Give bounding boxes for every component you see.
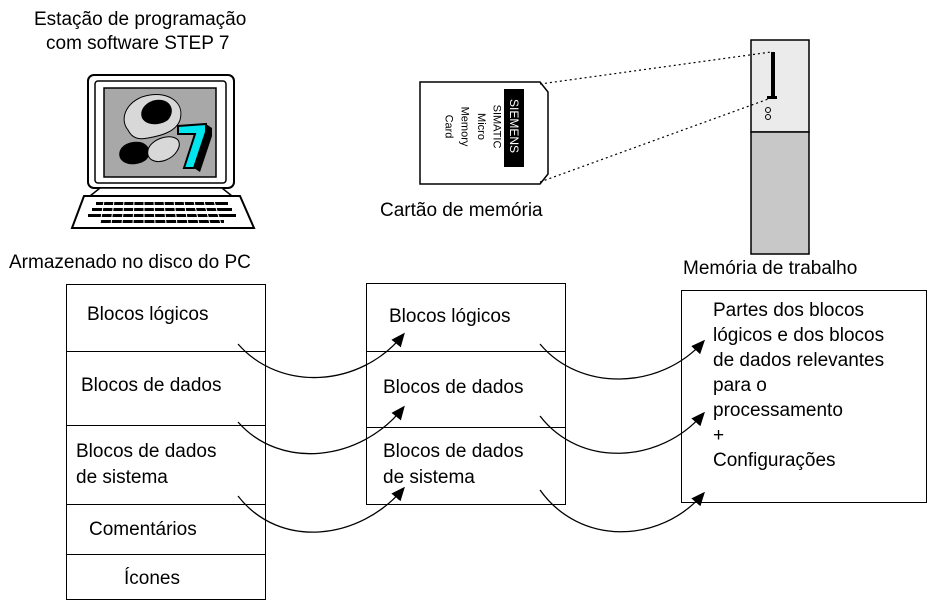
card-storage-table: Blocos lógicos Blocos de dados Blocos de… (366, 283, 566, 505)
card-row-data-blocks: Blocos de dados (367, 352, 565, 428)
card-item-data-blocks: Blocos de dados (383, 377, 524, 398)
arrow-pc-logic-to-card (237, 332, 405, 379)
pc-item-icons: Ícones (124, 568, 180, 589)
work-memory-line4: para o (713, 375, 767, 396)
card-row-logic-blocks: Blocos lógicos (367, 284, 565, 352)
card-row-system-data-blocks: Blocos de dados de sistema (367, 428, 565, 506)
pc-row-data-blocks: Blocos de dados (67, 352, 265, 426)
arrow-card-data-to-work (539, 411, 705, 454)
work-memory-line3: de dados relevantes (713, 350, 885, 371)
card-item-system-data-blocks-line2: de sistema (383, 467, 475, 488)
pc-item-data-blocks: Blocos de dados (81, 375, 222, 396)
work-memory-line5: processamento (713, 400, 843, 421)
card-item-logic-blocks: Blocos lógicos (389, 306, 511, 327)
work-memory-box: Partes dos blocos lógicos e dos blocos d… (681, 290, 927, 503)
arrow-card-logic-to-work (539, 339, 706, 380)
work-memory-line7: Configurações (713, 450, 836, 471)
pc-row-comments: Comentários (67, 505, 265, 555)
zoom-line-bottom (539, 97, 772, 183)
arrow-pc-data-to-card (237, 405, 405, 455)
pc-row-icons: Ícones (67, 555, 265, 601)
work-memory-line6: + (713, 425, 725, 446)
arrow-card-system-to-work (539, 489, 705, 533)
pc-title-line1: Estação de programação (34, 9, 247, 30)
work-memory-line1: Partes dos blocos (713, 300, 865, 321)
card-item-system-data-blocks-line1: Blocos de dados (383, 441, 524, 462)
pc-item-comments: Comentários (89, 519, 197, 540)
pc-row-system-data-blocks: Blocos de dados de sistema (67, 426, 265, 505)
arrow-pc-system-to-card (237, 486, 405, 533)
pc-storage-table: Blocos lógicos Blocos de dados Blocos de… (66, 284, 266, 600)
work-memory-line2: lógicos e dos blocos (713, 325, 885, 346)
zoom-line-top (539, 51, 772, 85)
work-memory-caption: Memória de trabalho (683, 258, 858, 279)
pc-item-system-data-blocks-line1: Blocos de dados (76, 441, 217, 462)
pc-caption: Armazenado no disco do PC (9, 252, 251, 273)
pc-title-line2: com software STEP 7 (46, 33, 230, 54)
pc-item-logic-blocks: Blocos lógicos (87, 304, 209, 325)
pc-item-system-data-blocks-line2: de sistema (76, 467, 168, 488)
pc-row-logic-blocks: Blocos lógicos (67, 285, 265, 352)
card-caption: Cartão de memória (380, 200, 543, 221)
